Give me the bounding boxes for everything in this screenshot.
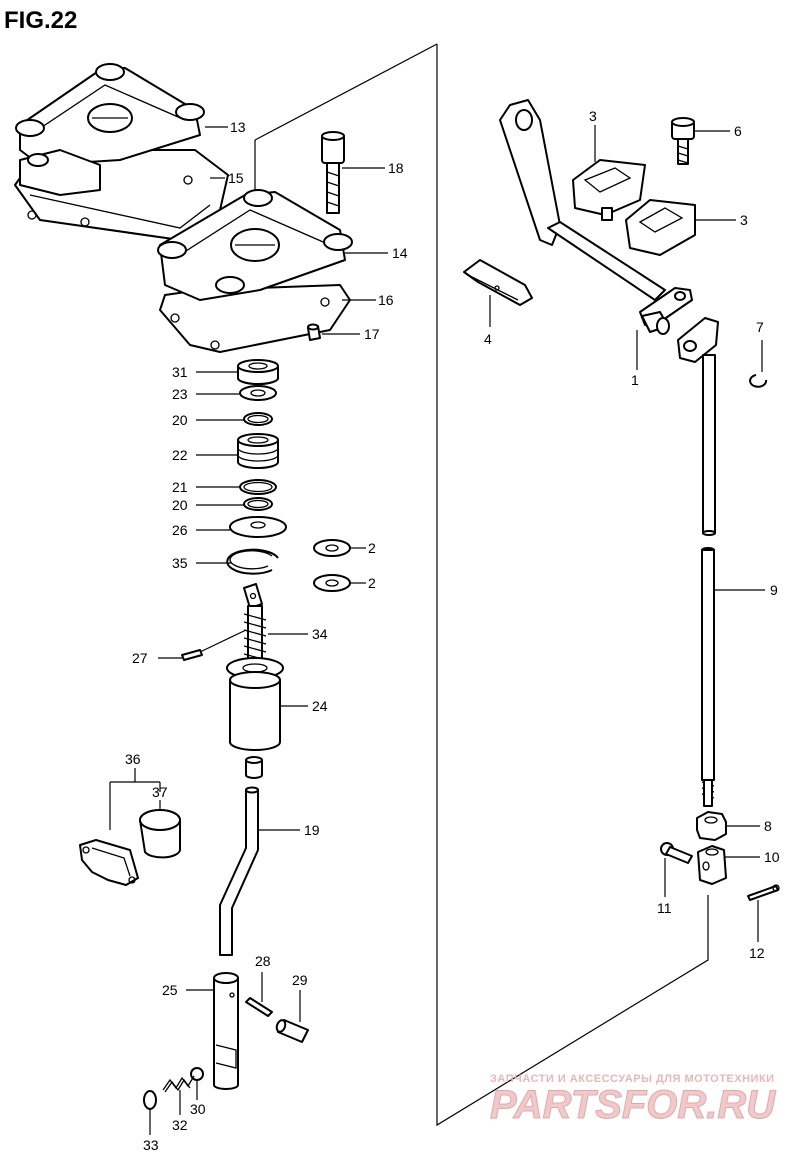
- bolt-6: [671, 117, 695, 165]
- clip-7: [749, 374, 768, 388]
- rod-9-lower: [701, 547, 715, 807]
- callout-10: 10: [764, 849, 780, 865]
- o-ring-21: [239, 479, 277, 495]
- callout-3-upper: 3: [589, 108, 597, 124]
- callout-19: 19: [304, 822, 320, 838]
- callout-4: 4: [484, 331, 492, 347]
- callout-26: 26: [172, 522, 188, 538]
- grommet-37: [139, 809, 181, 859]
- callout-30: 30: [190, 1101, 206, 1117]
- cotter-pin-12: [747, 884, 780, 901]
- shaft-spring-34: [243, 583, 267, 667]
- o-ring-20-lower: [243, 497, 273, 511]
- callout-3-lower: 3: [740, 212, 748, 228]
- mount-3-lower: [625, 199, 696, 256]
- washer-2-upper: [313, 539, 351, 557]
- washer-2-lower: [313, 574, 351, 592]
- pin-28: [245, 997, 273, 1017]
- joint-10: [697, 845, 727, 885]
- callout-2-upper: 2: [368, 540, 376, 556]
- callout-1: 1: [631, 372, 639, 388]
- callout-7: 7: [756, 319, 764, 335]
- seal-31: [237, 359, 279, 385]
- callout-25: 25: [162, 982, 178, 998]
- callout-24: 24: [312, 698, 328, 714]
- callout-22: 22: [172, 447, 188, 463]
- housing-13: [14, 63, 229, 241]
- pin-29: [275, 1019, 309, 1043]
- assembly-guide-line: [436, 44, 709, 1127]
- leader-27-to-shaft: [199, 629, 247, 653]
- o-ring-20-upper: [243, 412, 273, 426]
- pin-17: [307, 323, 321, 341]
- callout-36: 36: [125, 751, 141, 767]
- callout-11: 11: [657, 900, 672, 916]
- callout-23: 23: [172, 386, 188, 402]
- rod-9-upper: [677, 317, 719, 536]
- callout-21: 21: [172, 479, 188, 495]
- sleeve-24: [226, 657, 284, 751]
- callout-20-upper: 20: [172, 412, 188, 428]
- callout-14: 14: [392, 245, 408, 261]
- callout-9: 9: [770, 582, 778, 598]
- callout-16: 16: [378, 292, 394, 308]
- pin-11: [660, 842, 693, 864]
- housing-14: [157, 189, 353, 301]
- circlip-35: [226, 548, 279, 575]
- bolt-18: [321, 131, 345, 214]
- mount-3-upper: [572, 159, 646, 221]
- callout-8: 8: [764, 818, 772, 834]
- callout-31: 31: [172, 364, 188, 380]
- callout-32: 32: [172, 1117, 188, 1133]
- rod-19: [219, 786, 259, 956]
- callout-33: 33: [143, 1137, 159, 1153]
- callout-6: 6: [734, 123, 742, 139]
- pin-27: [181, 649, 203, 661]
- callout-29: 29: [292, 972, 308, 988]
- callout-34: 34: [312, 626, 328, 642]
- shaft-end: [245, 756, 263, 779]
- bushing-22: [237, 433, 279, 469]
- callout-27: 27: [132, 650, 148, 666]
- callout-12: 12: [749, 945, 765, 961]
- figure-title: FIG.22: [4, 7, 77, 34]
- nut-8: [696, 811, 727, 841]
- watermark-brand: PARTSFOR.RU: [490, 1083, 776, 1127]
- callout-17: 17: [364, 326, 380, 342]
- callout-2-lower: 2: [368, 575, 376, 591]
- washer-26: [229, 516, 287, 538]
- spring-32: [162, 1075, 195, 1093]
- cover-4: [463, 259, 533, 306]
- callout-28: 28: [255, 953, 271, 969]
- callout-37: 37: [152, 784, 168, 800]
- washer-23: [239, 385, 277, 401]
- callout-15: 15: [228, 170, 244, 186]
- washer-33: [143, 1090, 157, 1110]
- callout-35: 35: [172, 555, 188, 571]
- watermark-tagline: ЗАПЧАСТИ И АКСЕССУАРЫ ДЛЯ МОТОТЕХНИКИ: [490, 1073, 775, 1085]
- callout-13: 13: [230, 119, 246, 135]
- guide-line-upper: [254, 43, 438, 141]
- clip-36: [79, 839, 139, 886]
- shaft-25: [213, 972, 239, 1090]
- callout-18: 18: [388, 160, 404, 176]
- callout-20-lower: 20: [172, 497, 188, 513]
- lever-arm-1: [499, 99, 693, 335]
